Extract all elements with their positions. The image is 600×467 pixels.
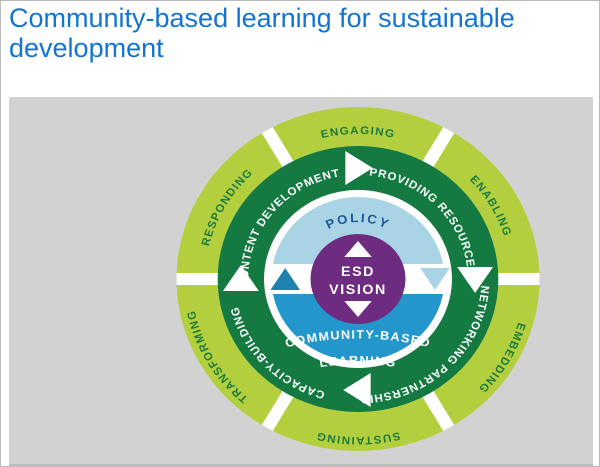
- esd-diagram: ENGAGING RESPONDING ENABLING TRANSFORMIN…: [176, 107, 540, 451]
- center-up-arrow-icon: [344, 241, 372, 257]
- header: Community-based learning for sustainable…: [9, 3, 581, 63]
- ring-gap: [496, 273, 540, 285]
- ring-gap: [259, 389, 295, 436]
- center-label-vision: VISION: [329, 281, 387, 297]
- outer-label-engaging: ENGAGING: [320, 125, 397, 141]
- flow-arrow-bottom-icon: [343, 373, 371, 407]
- outer-label-sustaining: SUSTAINING: [315, 429, 402, 446]
- ring-gap: [421, 389, 457, 436]
- center-label-esd: ESD: [341, 263, 375, 279]
- center-circle: [310, 234, 406, 324]
- ring-gap: [421, 122, 457, 169]
- page-title-line1: Community-based learning for sustainable: [9, 3, 515, 33]
- flow-arrow-right-icon: [457, 267, 494, 293]
- ring-gap: [259, 122, 295, 169]
- band-down-arrow-icon: [420, 268, 450, 290]
- outer-ring-gaps: [176, 122, 540, 436]
- center-down-arrow-icon: [344, 301, 372, 317]
- band-up-arrow-icon: [270, 268, 300, 290]
- page-title-line2: development: [9, 33, 164, 63]
- page-title: Community-based learning for sustainable…: [9, 3, 581, 63]
- flow-arrow-left-icon: [222, 265, 259, 291]
- inner-label-policy: POLICY: [323, 210, 393, 232]
- ring-gap: [176, 273, 220, 285]
- flow-arrow-top-icon: [345, 151, 373, 185]
- diagram-panel: ENGAGING RESPONDING ENABLING TRANSFORMIN…: [9, 97, 593, 466]
